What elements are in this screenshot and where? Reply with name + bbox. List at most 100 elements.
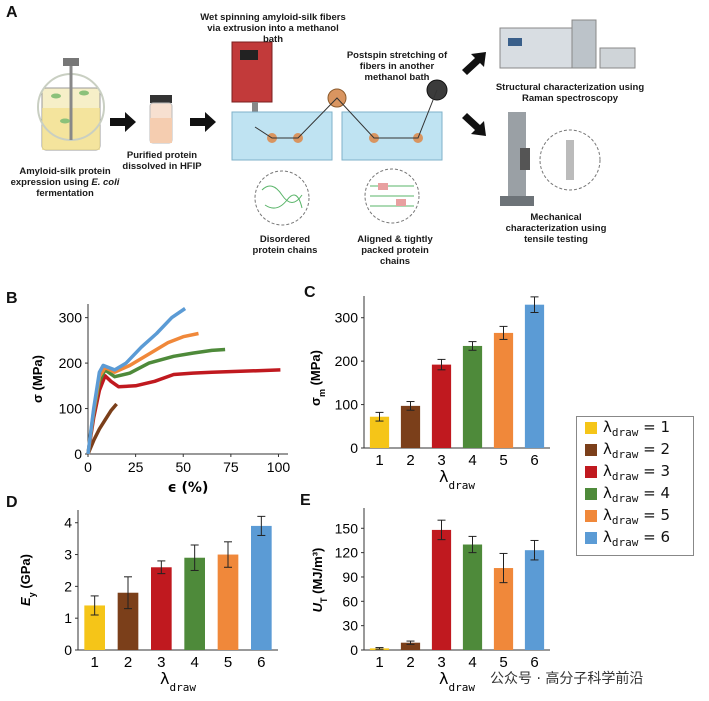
step3-caption: Wet spinning amyloid-silk fibers via ext… (200, 12, 346, 45)
y-tick-label: 200 (59, 355, 83, 371)
bar (524, 304, 545, 448)
x-tick-label: 5 (224, 654, 232, 671)
bar (217, 554, 239, 650)
bar (462, 345, 483, 448)
y-tick-label: 120 (335, 545, 359, 561)
bar (431, 529, 452, 650)
y-tick-label: 2 (64, 578, 72, 594)
bar (524, 550, 545, 650)
x-axis-label: λdraw (439, 669, 475, 694)
legend-item: λdraw = 2 (577, 439, 693, 461)
legend-swatch (585, 466, 597, 478)
x-tick-label: 0 (84, 459, 92, 475)
bar (151, 567, 172, 650)
stress-strain-curve (86, 347, 226, 455)
stress-strain-curve (86, 402, 118, 455)
panel-label-e: E (300, 492, 311, 509)
x-axis-label: λdraw (160, 669, 196, 694)
bar (184, 557, 205, 650)
stress-strain-curve (86, 368, 281, 455)
y-axis-label: σ (MPa) (30, 355, 45, 403)
y-axis-label: σm (MPa) (308, 350, 327, 406)
watermark: 公众号 · 高分子科学前沿 (490, 671, 644, 687)
x-tick-label: 4 (468, 654, 476, 671)
stress-strain-chart: 0 100 200 300 0 25 50 75 100 ϵ (%) σ (MPa) (30, 304, 291, 496)
y-tick-label: 300 (59, 310, 83, 326)
disordered-caption: Disordered protein chains (252, 234, 318, 256)
fermenter-illustration (37, 58, 105, 151)
stress-strain-curve (86, 307, 187, 455)
legend-item: λdraw = 5 (577, 505, 693, 527)
legend-swatch (585, 488, 597, 500)
x-tick-label: 6 (530, 452, 538, 469)
bar (493, 332, 514, 448)
aligned-caption: Aligned & tightly packed protein chains (357, 234, 433, 267)
stress-strain-curve (86, 331, 199, 455)
panel-label-b: B (6, 290, 18, 307)
y-tick-label: 0 (74, 446, 82, 462)
y-tick-label: 0 (350, 440, 358, 456)
x-tick-label: 100 (267, 459, 291, 475)
y-tick-label: 30 (342, 618, 358, 634)
legend-label: λdraw = 5 (603, 505, 671, 527)
y-tick-label: 60 (342, 593, 358, 609)
legend-label: λdraw = 3 (603, 461, 671, 483)
schematic-graphics (37, 19, 636, 226)
y-tick-label: 1 (64, 610, 72, 626)
x-tick-label: 5 (499, 654, 507, 671)
x-tick-label: 75 (223, 459, 239, 475)
wet-spinning-illustration (231, 41, 448, 226)
panel-label-a: A (6, 4, 18, 21)
legend-label: λdraw = 1 (603, 417, 671, 439)
x-tick-label: 50 (175, 459, 191, 475)
tensile-tester-illustration (500, 112, 601, 206)
mech-caption: Mechanical characterization using tensil… (505, 212, 607, 245)
legend-item: λdraw = 4 (577, 483, 693, 505)
bar (117, 592, 139, 650)
bar (84, 605, 105, 650)
legend-label: λdraw = 6 (603, 527, 671, 549)
y-tick-label: 4 (64, 515, 72, 531)
legend-item: λdraw = 3 (577, 461, 693, 483)
x-tick-label: 4 (190, 654, 198, 671)
raman-spectrometer-illustration (499, 19, 636, 69)
x-axis-label: ϵ (%) (168, 480, 209, 496)
legend-swatch (585, 444, 597, 456)
bar (431, 364, 452, 448)
bar (369, 416, 390, 448)
x-axis-label: λdraw (439, 467, 475, 492)
x-tick-label: 2 (406, 654, 414, 671)
panel-label-d: D (6, 494, 18, 511)
y-axis-label: UT (MJ/m³) (310, 548, 329, 613)
bar (493, 568, 514, 650)
y-tick-label: 100 (335, 397, 359, 413)
x-tick-label: 1 (375, 452, 383, 469)
x-tick-label: 2 (406, 452, 414, 469)
legend-label: λdraw = 4 (603, 483, 671, 505)
legend-swatch (585, 422, 597, 434)
bar (462, 544, 483, 650)
y-tick-label: 100 (59, 401, 83, 417)
panel-label-c: C (304, 284, 316, 301)
y-tick-label: 0 (350, 642, 358, 658)
y-tick-label: 0 (64, 642, 72, 658)
y-tick-label: 3 (64, 547, 72, 563)
legend-swatch (585, 532, 597, 544)
x-tick-label: 6 (257, 654, 265, 671)
legend-item: λdraw = 6 (577, 527, 693, 549)
y-axis-label: Ey (GPa) (18, 554, 37, 606)
legend-item: λdraw = 1 (577, 417, 693, 439)
step2-caption: Purified protein dissolved in HFIP (122, 150, 202, 172)
y-tick-label: 300 (335, 310, 359, 326)
x-tick-label: 1 (375, 654, 383, 671)
vial-illustration (149, 95, 173, 144)
x-tick-label: 3 (437, 654, 445, 671)
y-tick-label: 200 (335, 353, 359, 369)
y-tick-label: 90 (342, 569, 358, 585)
step4-caption: Postspin stretching of fibers in another… (346, 50, 448, 83)
x-tick-label: 4 (468, 452, 476, 469)
x-tick-label: 25 (128, 459, 144, 475)
